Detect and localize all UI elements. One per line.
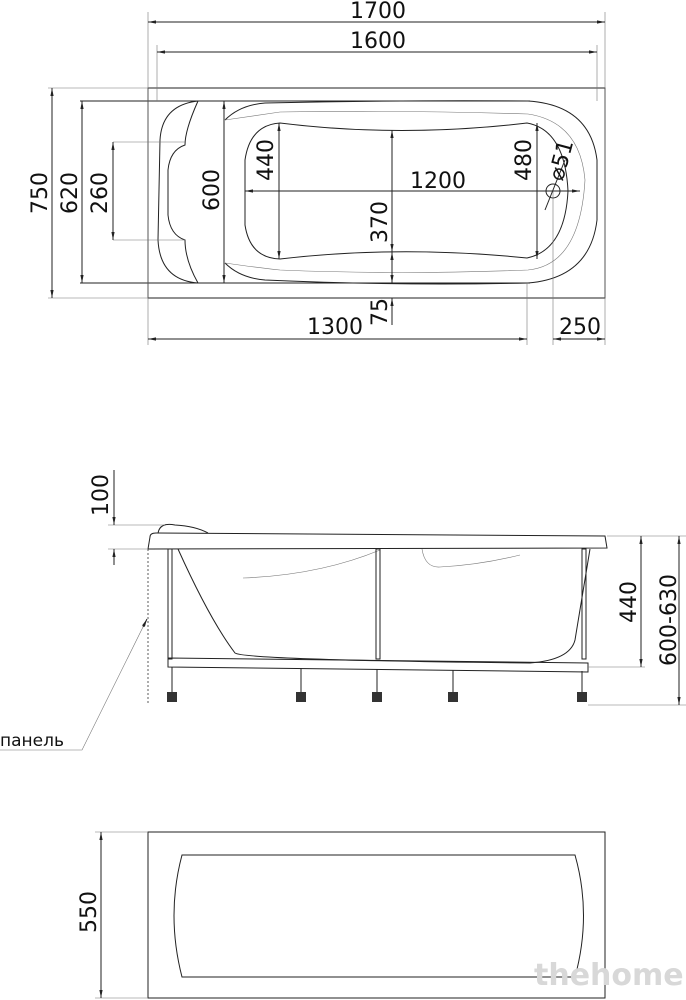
dim-drain-diameter: ⌀51 xyxy=(544,137,579,183)
rim-side xyxy=(147,532,608,550)
dim-75: 75 xyxy=(368,298,393,326)
dim-100: 100 xyxy=(89,474,114,516)
dim-1600: 1600 xyxy=(350,29,406,54)
dim-480: 480 xyxy=(512,139,537,181)
top-view: 1700 1600 750 620 260 600 440 370 480 12… xyxy=(28,0,606,345)
dim-250: 250 xyxy=(559,315,601,340)
dim-750: 750 xyxy=(28,172,53,214)
panel-outline xyxy=(147,831,606,999)
dim-440-depth: 440 xyxy=(617,581,642,623)
dim-1700: 1700 xyxy=(350,0,406,24)
side-view: 100 440 600-630 панель xyxy=(0,470,686,751)
dim-550: 550 xyxy=(77,891,102,933)
dim-440: 440 xyxy=(254,139,279,181)
dim-1200: 1200 xyxy=(410,169,466,194)
dim-1300: 1300 xyxy=(307,315,363,340)
dim-600-630: 600-630 xyxy=(657,574,682,666)
legs xyxy=(167,548,587,660)
panel-label: панель xyxy=(0,731,64,751)
dim-620: 620 xyxy=(58,172,83,214)
rim-outline xyxy=(224,100,598,285)
panel-inner-outline xyxy=(173,854,584,978)
bottom-outline xyxy=(244,122,569,260)
watermark: thehome xyxy=(534,958,684,993)
headrest-side xyxy=(157,523,209,534)
panel-view: 550 xyxy=(77,831,606,999)
tub-body-side xyxy=(177,548,591,664)
dim-370: 370 xyxy=(368,201,393,243)
dim-600: 600 xyxy=(200,169,225,211)
headrest-outline xyxy=(157,100,199,284)
frame-bar xyxy=(167,657,589,673)
adjustable-feet xyxy=(167,667,587,702)
dim-260: 260 xyxy=(88,172,113,214)
